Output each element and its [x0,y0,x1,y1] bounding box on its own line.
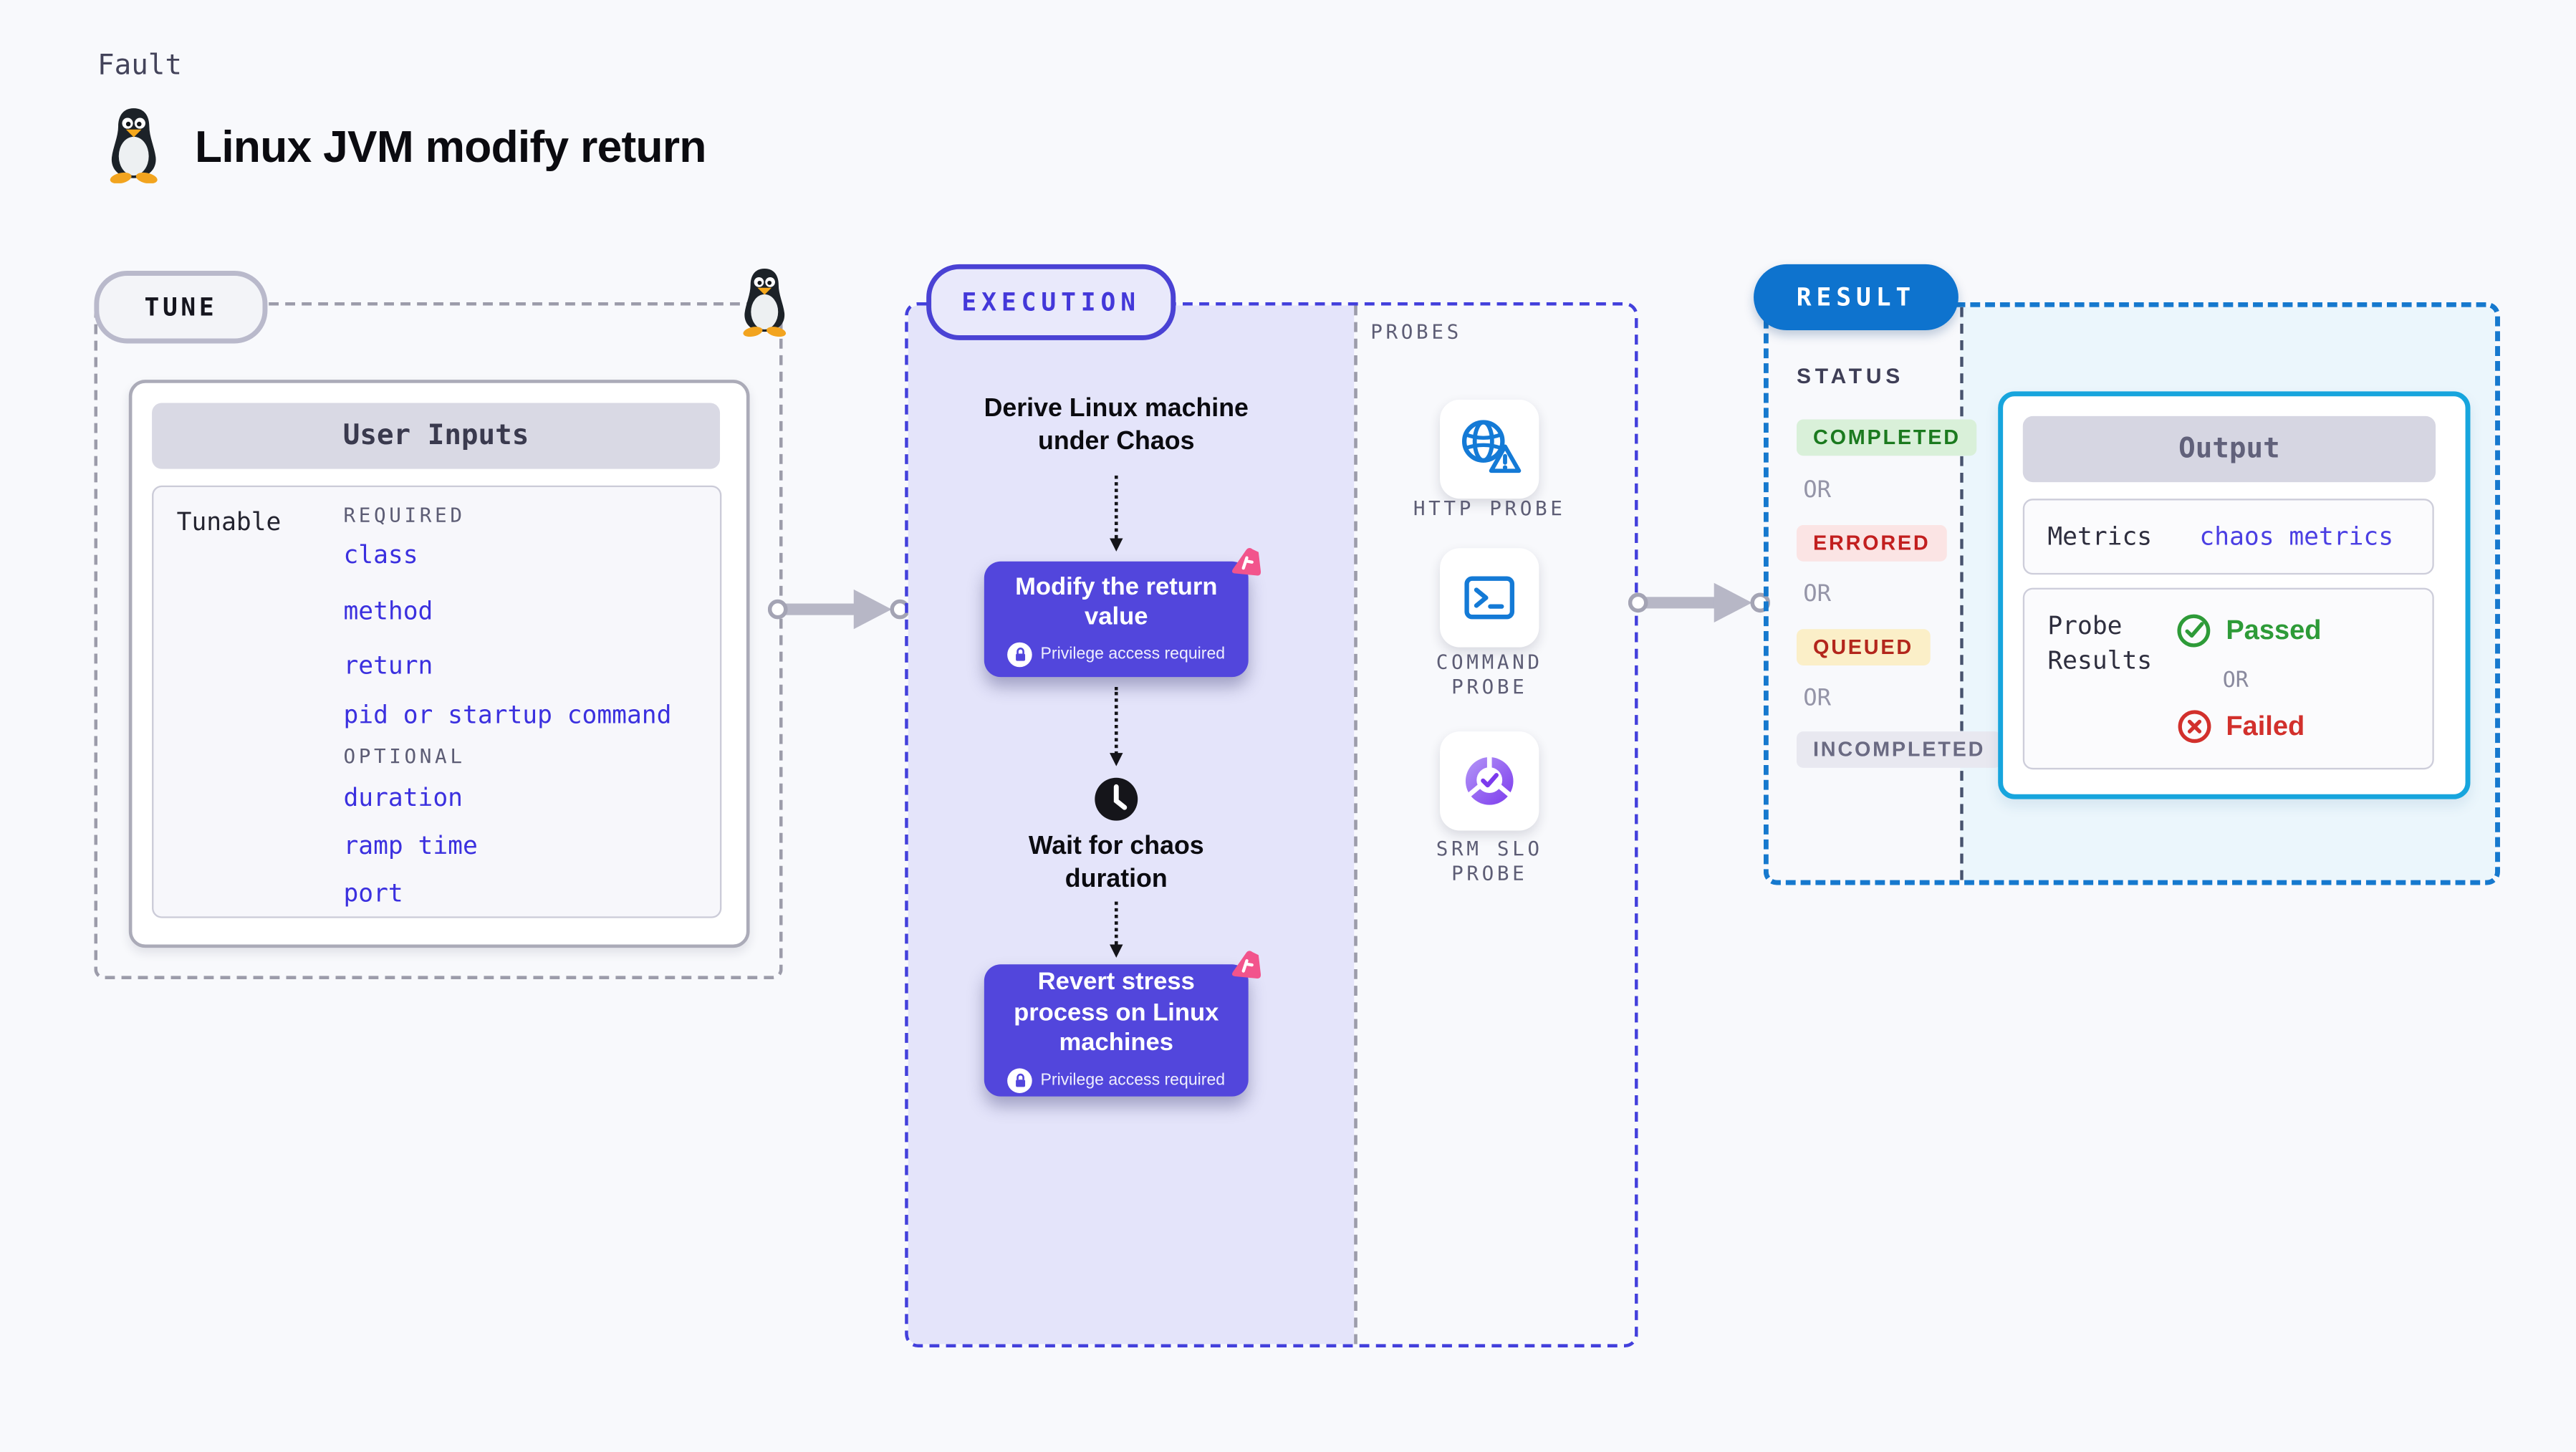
tunable-item-ramp-time: ramp time [343,830,478,860]
chaos-icon [1231,951,1261,979]
wait-duration-text: Wait for chaos duration [1028,832,1204,893]
user-inputs-header: User Inputs [152,403,721,469]
status-badge-queued: QUEUED [1796,629,1930,665]
privilege-badge: Privilege access required [1040,645,1226,663]
or-separator: OR [1803,685,1832,712]
arrow-execution-to-result [1628,582,1771,623]
output-card: Output Metrics chaos metrics Probe Resul… [1998,391,2471,799]
lock-icon [1007,641,1033,667]
step-label: Modify the return value [1015,572,1218,631]
command-probe-label: COMMAND PROBE [1436,650,1543,698]
status-column-label: STATUS [1796,363,1904,388]
http-probe-card[interactable] [1440,399,1539,499]
lock-icon [1007,1067,1033,1093]
privilege-badge: Privilege access required [1040,1071,1226,1090]
required-label: REQUIRED [343,504,466,527]
tunable-item-pid-or-startup-command: pid or startup command [343,700,672,730]
probes-section-label: PROBES [1370,320,1462,344]
srm-slo-probe-card[interactable] [1440,731,1539,831]
chaos-icon [1231,547,1261,576]
command-probe-card[interactable] [1440,548,1539,648]
arrow-tune-to-execution [767,589,910,630]
tunable-item-return: return [343,650,433,681]
flow-arrow-down [1110,475,1123,552]
or-separator: OR [1803,477,1832,504]
tunables-panel: Tunable REQUIRED class method return pid… [152,485,722,918]
status-badge-completed: COMPLETED [1796,419,1977,456]
or-separator: OR [1803,581,1832,608]
result-pill: RESULT [1754,264,1959,331]
failed-label: Failed [2226,711,2305,741]
execution-probes-divider [1354,305,1357,1345]
metrics-row: Metrics chaos metrics [2022,499,2434,575]
srm-slo-probe-label: SRM SLO PROBE [1436,837,1543,885]
tunable-item-duration: duration [343,782,463,813]
tux-penguin-icon-small [743,268,787,337]
flow-arrow-down [1110,901,1123,958]
execution-pill: EXECUTION [926,264,1176,340]
check-circle-icon [2177,614,2211,648]
tunable-label: Tunable [176,506,282,537]
tunable-item-port: port [343,878,403,908]
derive-machine-text: Derive Linux machine under Chaos [984,394,1249,456]
wait-clock-icon [1095,777,1138,821]
globe-alert-icon [1461,420,1522,473]
tunable-item-class: class [343,539,418,570]
execution-section-box [905,302,1638,1347]
failed-result: Failed [2176,708,2305,745]
tune-pill: TUNE [94,271,268,344]
passed-result: Passed [2176,612,2322,649]
terminal-icon [1464,576,1515,620]
execution-panel [908,305,1355,1345]
modify-return-value-node[interactable]: Modify the return value Privilege access… [984,547,1261,678]
output-header: Output [2022,415,2436,483]
slo-donut-check-icon [1465,756,1514,805]
status-badge-errored: ERRORED [1796,525,1947,562]
user-inputs-card: User Inputs Tunable REQUIRED class metho… [128,380,750,948]
metrics-value: chaos metrics [2199,521,2394,552]
revert-stress-process-node[interactable]: Revert stress process on Linux machines … [984,951,1261,1097]
tune-section-box [94,302,783,979]
step-label: Revert stress process on Linux machines [1014,968,1219,1057]
passed-label: Passed [2226,615,2322,645]
probe-results-row: Probe Results Passed OR Failed [2022,587,2434,770]
flow-arrow-down [1110,686,1123,766]
metrics-label: Metrics [2047,521,2153,552]
page-title: Linux JVM modify return [195,122,706,172]
x-circle-icon [2178,710,2211,744]
tux-penguin-icon [110,108,158,183]
probe-results-label: Probe Results [2047,610,2153,675]
status-badge-incompleted: INCOMPLETED [1796,731,2002,768]
optional-label: OPTIONAL [343,744,466,768]
tunable-item-method: method [343,596,433,626]
http-probe-label: HTTP PROBE [1413,496,1566,521]
or-separator: OR [2222,668,2249,694]
fault-eyebrow: Fault [97,49,182,83]
